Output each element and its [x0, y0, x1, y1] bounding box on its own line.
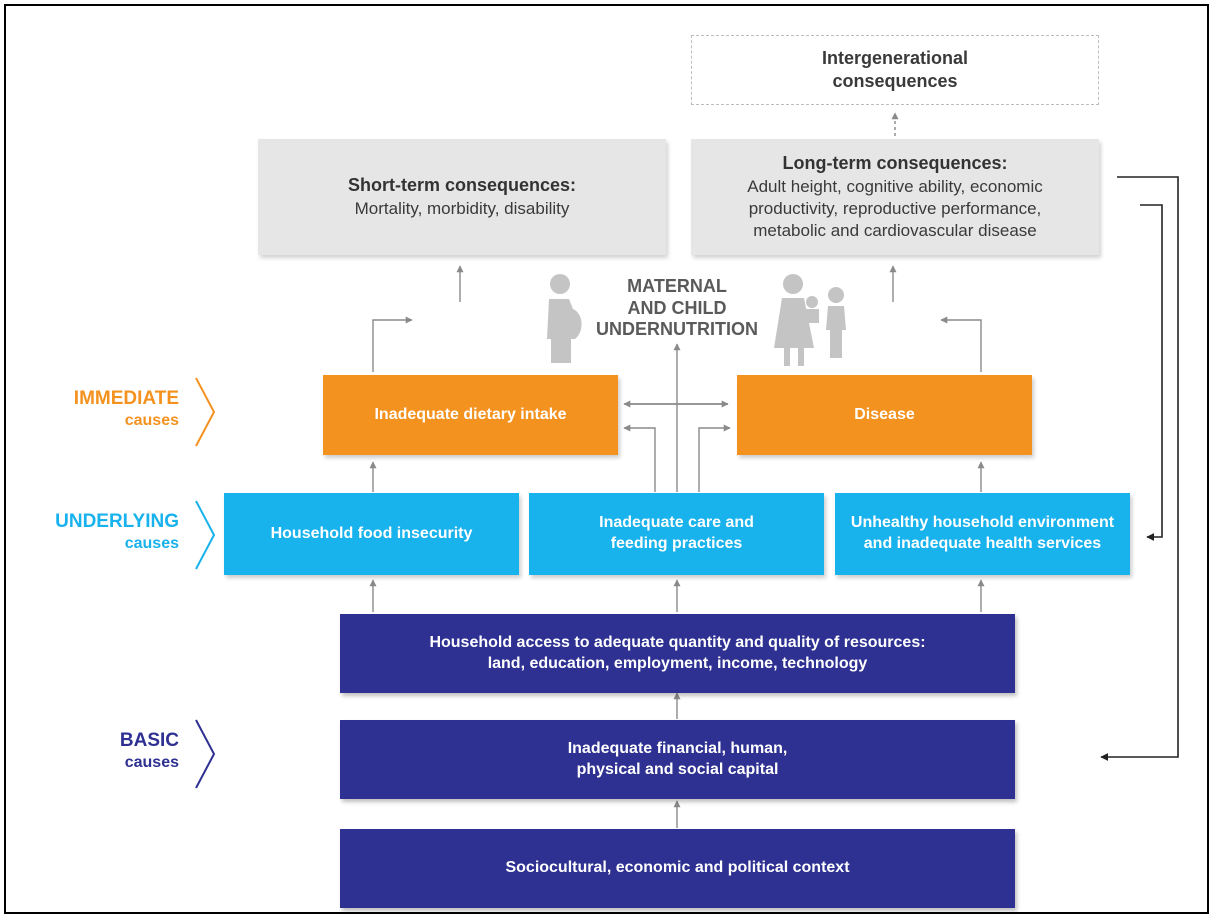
immediate-chevron-icon [195, 377, 216, 447]
food-insecurity-text: Household food insecurity [270, 524, 473, 542]
household-access-resources-box: Household access to adequate quantity an… [340, 614, 1015, 693]
capital-line: Inadequate financial, human, [567, 739, 788, 757]
immediate-word: IMMEDIATE [73, 388, 179, 409]
basic-sub: causes [124, 753, 179, 771]
access-line: Household access to adequate quantity an… [429, 633, 926, 651]
care-feeding-practices-box: Inadequate care and feeding practices [529, 493, 824, 575]
household-environment-text: Unhealthy household environment and inad… [850, 514, 1115, 552]
underlying-label: UNDERLYING causes [24, 511, 179, 553]
inadequate-capital-box: Inadequate financial, human, physical an… [340, 720, 1015, 799]
pregnant-woman-icon [547, 274, 582, 363]
short-term-title: Short-term consequences: [347, 175, 577, 196]
household-food-insecurity-box: Household food insecurity [224, 493, 519, 575]
center-title-line: AND CHILD [627, 297, 727, 318]
long-term-body-line: productivity, reproductive performance, [748, 198, 1042, 218]
underlying-word: UNDERLYING [55, 511, 179, 532]
immediate-label: IMMEDIATE causes [24, 388, 179, 430]
long-term-body-line: metabolic and cardiovascular disease [753, 220, 1037, 240]
sociocultural-context-box: Sociocultural, economic and political co… [340, 829, 1015, 908]
disease-text: Disease [854, 405, 915, 423]
long-term-title: Long-term consequences: [782, 153, 1008, 174]
dietary-intake-text: Inadequate dietary intake [374, 405, 567, 423]
inadequate-dietary-intake-box: Inadequate dietary intake [323, 375, 618, 455]
disease-box: Disease [737, 375, 1032, 455]
center-title-line: UNDERNUTRITION [596, 319, 758, 340]
capital-line: physical and social capital [576, 760, 779, 778]
connector-arrows [369, 112, 1179, 828]
care-feeding-text: Inadequate care and feeding practices [599, 514, 754, 552]
basic-word: BASIC [119, 730, 179, 751]
long-term-body-line: Adult height, cognitive ability, economi… [747, 176, 1043, 196]
context-text: Sociocultural, economic and political co… [505, 859, 850, 877]
mother-with-children-icon [774, 274, 846, 366]
underlying-sub: causes [124, 534, 179, 552]
short-term-body: Mortality, morbidity, disability [354, 198, 570, 218]
household-environment-box: Unhealthy household environment and inad… [835, 493, 1130, 575]
basic-label: BASIC causes [24, 730, 179, 772]
intergenerational-consequences-box: Intergenerational consequences [691, 35, 1099, 105]
diagram-frame: Intergenerational consequences Short-ter… [4, 4, 1209, 914]
immediate-sub: causes [124, 411, 179, 429]
short-term-consequences-box: Short-term consequences: Mortality, morb… [258, 139, 666, 255]
long-term-consequences-box: Long-term consequences: Adult height, co… [691, 139, 1099, 255]
basic-chevron-icon [195, 719, 216, 789]
access-line: land, education, employment, income, tec… [487, 654, 868, 672]
underlying-chevron-icon [195, 500, 216, 570]
maternal-child-undernutrition-title: MATERNAL AND CHILD UNDERNUTRITION [587, 276, 767, 341]
intergenerational-text: Intergenerational consequences [821, 47, 969, 91]
center-title-line: MATERNAL [627, 276, 727, 296]
